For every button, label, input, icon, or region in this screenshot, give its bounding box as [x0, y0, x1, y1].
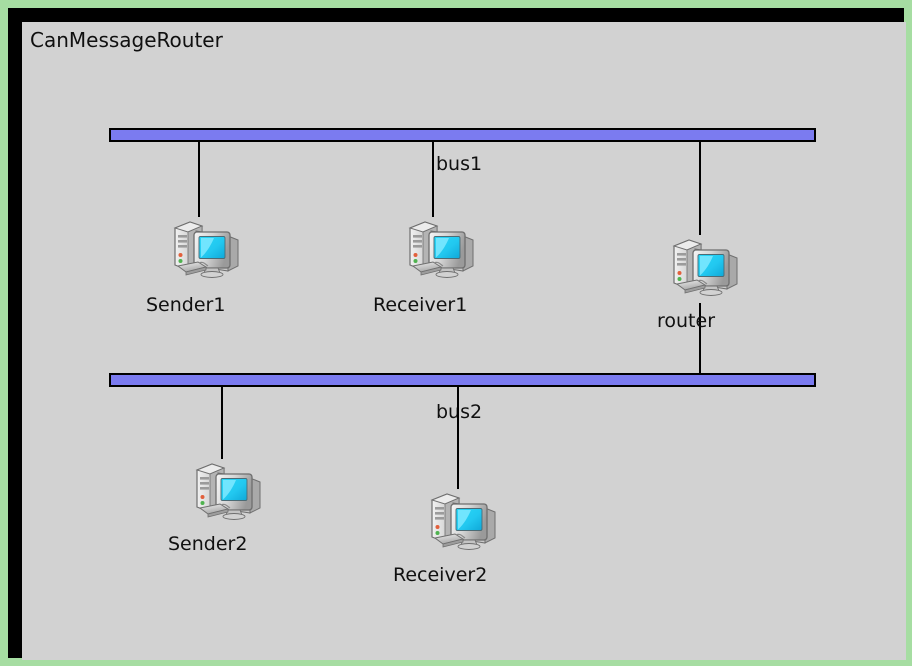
node-label-Receiver2: Receiver2: [393, 564, 488, 586]
bus-bar-bus2[interactable]: [109, 373, 816, 387]
computer-icon[interactable]: [667, 232, 745, 302]
connection-line-router-to-bus1: [699, 141, 701, 235]
connection-line-sender2-to-bus2: [221, 386, 223, 459]
node-label-Sender1: Sender1: [146, 294, 226, 316]
node-label-router: router: [657, 310, 716, 332]
connection-line-router-to-bus2: [699, 303, 701, 375]
computer-icon[interactable]: [190, 456, 268, 526]
node-label-Receiver1: Receiver1: [373, 294, 468, 316]
computer-icon[interactable]: [168, 214, 246, 284]
computer-icon[interactable]: [425, 486, 503, 556]
computer-icon[interactable]: [403, 214, 481, 284]
connection-line-receiver2-to-bus2: [457, 386, 459, 489]
bus-label-bus1: bus1: [436, 153, 483, 175]
module-title: CanMessageRouter: [30, 28, 223, 52]
bus-label-bus2: bus2: [436, 401, 483, 423]
node-label-Sender2: Sender2: [168, 533, 248, 555]
bus-bar-bus1[interactable]: [109, 128, 816, 142]
connection-line-sender1-to-bus1: [198, 141, 200, 217]
connection-line-receiver1-to-bus1: [432, 141, 434, 217]
